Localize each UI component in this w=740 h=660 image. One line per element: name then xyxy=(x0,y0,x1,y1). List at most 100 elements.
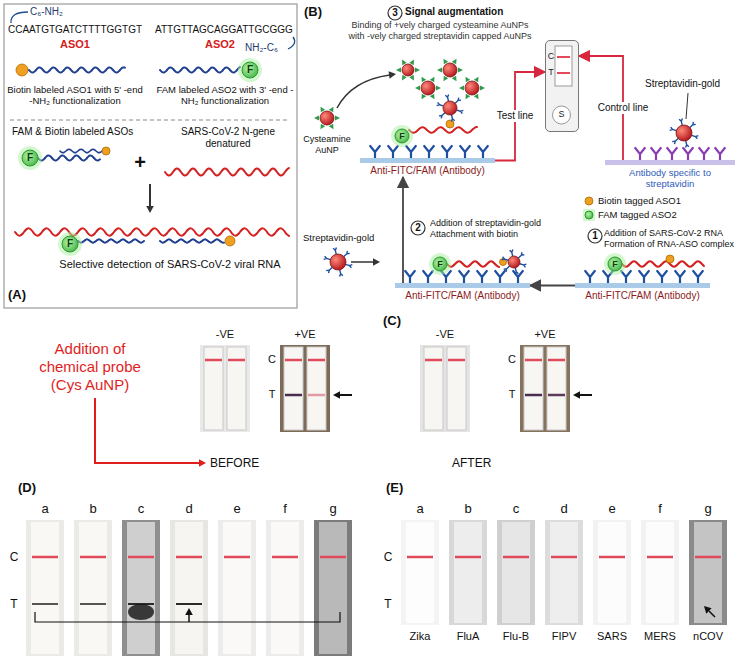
lfa-strip-photo xyxy=(548,394,565,397)
sample-label: +VE xyxy=(525,328,565,341)
description-text: SARS-CoV-2 N-gene denatured xyxy=(168,126,288,150)
aso-pair-icon xyxy=(18,146,42,170)
cysteamine-particle xyxy=(314,71,396,129)
flow-arrow xyxy=(146,184,154,213)
plus-sign: + xyxy=(130,150,150,174)
signal-cluster xyxy=(370,59,488,158)
legend-sample xyxy=(585,211,593,219)
lfa-strip-photo xyxy=(647,556,673,559)
lfa-strip-photo xyxy=(497,520,535,625)
signal-cluster xyxy=(409,127,477,133)
capture-scene xyxy=(504,266,510,272)
panel-letter: (E) xyxy=(386,480,416,496)
lane-letter: g xyxy=(700,501,716,517)
line-letter: C xyxy=(382,550,394,564)
lfa-strip-photo xyxy=(599,556,625,559)
lfa-strip-photo xyxy=(550,522,578,623)
test-band-line xyxy=(557,72,570,74)
stage-label: AFTER xyxy=(452,456,512,470)
signal-cluster xyxy=(465,81,479,95)
legend-sample xyxy=(583,209,595,221)
line-letter: T xyxy=(266,388,278,401)
lfa-strip-photo xyxy=(406,522,434,623)
lfa-strip-photo xyxy=(74,520,112,656)
lfa-strip-photo xyxy=(545,520,583,625)
signal-cluster xyxy=(478,146,488,158)
lfa-strip-photo xyxy=(320,556,346,559)
lfa-strip-photo xyxy=(689,520,727,625)
lfa-strip-photo xyxy=(525,359,542,362)
fam-letter: F xyxy=(434,259,446,270)
capture-scene xyxy=(510,249,513,256)
control-antibodies xyxy=(679,119,682,126)
strip-letter: C xyxy=(547,51,555,62)
legend-sample xyxy=(585,197,593,205)
lfa-strip-photo xyxy=(204,347,223,430)
rna-aso-complex xyxy=(15,228,289,256)
control-band-line xyxy=(557,56,570,58)
capture-scene xyxy=(518,252,524,258)
lfa-strip-photo xyxy=(497,520,535,625)
signal-cluster xyxy=(424,146,434,158)
virus-name: SARS xyxy=(589,630,635,643)
control-antibodies xyxy=(635,148,645,160)
streptavidin-particle xyxy=(330,254,346,270)
edge-label: Control line xyxy=(596,102,651,114)
particle-label: Streptavidin-gold xyxy=(645,78,737,90)
control-antibodies xyxy=(699,148,709,160)
lfa-strip-photo xyxy=(170,520,208,656)
signal-cluster xyxy=(370,146,380,158)
lfa-strip-photo xyxy=(32,556,58,559)
lfa-strip-photo xyxy=(314,520,352,656)
strip-letter: T xyxy=(547,67,555,78)
lfa-strip-photo xyxy=(520,345,570,432)
rna-strand xyxy=(165,168,289,176)
particle-label: Cysteamine AuNP xyxy=(299,134,355,156)
streptavidin-particle xyxy=(324,248,380,277)
legend-text: Biotin tagged ASO1 xyxy=(598,195,681,206)
probe-arrow xyxy=(95,398,200,463)
step-description: Addition of SARS-CoV-2 RNA Formation of … xyxy=(604,228,736,250)
fam-letter: F xyxy=(24,152,36,164)
streptavidin-particle xyxy=(324,256,331,260)
virus-name: MERS xyxy=(637,630,683,643)
flow-arrow xyxy=(149,184,151,207)
lfa-strip-photo xyxy=(176,556,202,559)
signal-cluster xyxy=(388,146,398,158)
rna-aso-complex xyxy=(62,236,78,252)
signal-cluster xyxy=(443,101,457,115)
divider-line xyxy=(10,120,290,121)
lfa-strip-photo xyxy=(425,359,442,362)
lfa-strip-photo xyxy=(32,603,58,605)
lfa-strip-photo xyxy=(218,520,256,656)
oligo-name: ASO2 xyxy=(202,38,238,51)
aso1-icon xyxy=(29,67,125,72)
lane-letter: b xyxy=(460,501,476,517)
capture-scene xyxy=(405,249,526,283)
lfa-strip-photo xyxy=(420,345,470,432)
rna-aso-complex xyxy=(160,239,224,242)
signal-cluster xyxy=(391,125,413,147)
legend-entry: Biotin tagged ASO1 xyxy=(583,195,681,207)
streptavidin-particle xyxy=(373,258,380,266)
lfa-strip-photo xyxy=(176,603,202,605)
legend-sample xyxy=(585,197,593,205)
cysteamine-particle xyxy=(389,71,396,79)
step-circle xyxy=(388,6,602,243)
capture-scene xyxy=(621,271,631,283)
capture-scene xyxy=(405,271,415,283)
control-antibodies xyxy=(672,138,678,144)
panel-letter: (C) xyxy=(383,313,413,329)
aso-pair-icon xyxy=(18,146,110,170)
step-circle xyxy=(411,221,425,235)
control-antibodies xyxy=(670,127,677,131)
capture-scene xyxy=(585,253,704,283)
band-label: Anti-FITC/FAM (Antibody) xyxy=(578,290,707,302)
capture-band: Antibody specific to streptavidin xyxy=(605,160,735,190)
signal-cluster xyxy=(415,86,420,91)
line-letter: T xyxy=(382,597,394,611)
lane-letter: a xyxy=(412,501,428,517)
flow-arrow xyxy=(495,72,545,161)
aso-pair-icon xyxy=(102,147,110,155)
control-antibodies xyxy=(683,148,693,160)
